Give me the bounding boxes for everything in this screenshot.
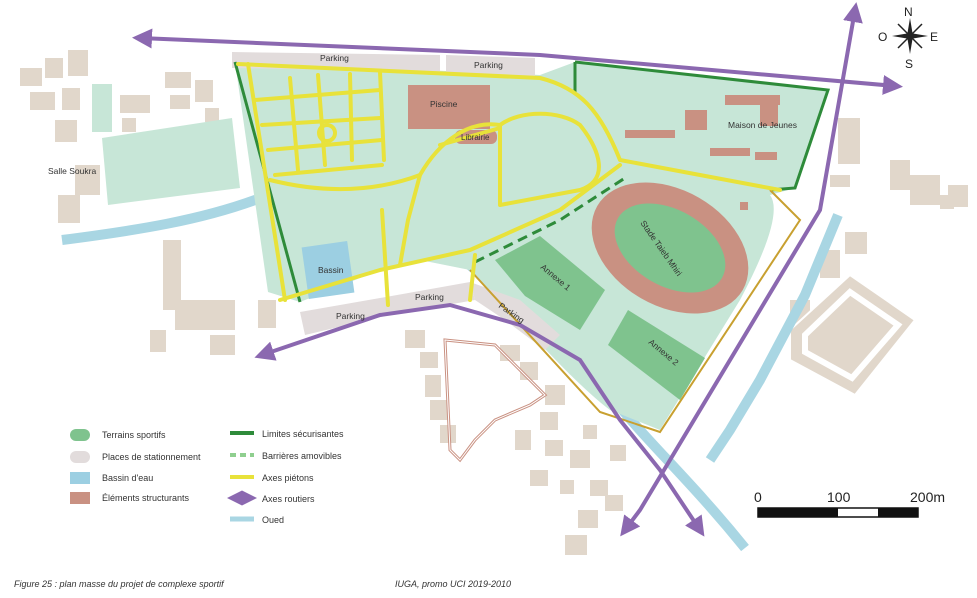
compass-s: S: [905, 57, 913, 71]
legend-swatch-parking: [70, 451, 90, 463]
scale-100: 100: [827, 489, 851, 505]
legend-swatch-structure: [70, 492, 90, 504]
label-parking-bottom-2: Parking: [415, 292, 444, 302]
bassin: [301, 241, 355, 299]
left-field-small: [92, 84, 112, 132]
legend-swatch-terrains: [70, 429, 90, 441]
label-maison-jeunes: Maison de Jeunes: [728, 120, 797, 130]
label-librairie: Librairie: [461, 133, 490, 142]
label-parking-top-2: Parking: [474, 60, 503, 70]
legend-label-bassin: Bassin d'eau: [102, 473, 153, 483]
compass-n: N: [904, 5, 913, 19]
compass-o: O: [878, 30, 887, 44]
compass-e: E: [930, 30, 938, 44]
legend-label-oued: Oued: [262, 515, 284, 525]
compass-icon: N S O E: [878, 5, 938, 71]
legend-label-roads: Axes routiers: [262, 494, 315, 504]
legend-label-terrains: Terrains sportifs: [102, 430, 166, 440]
removable-barrier: [474, 176, 626, 264]
scale-bar: 0 100 200m: [754, 489, 945, 518]
pedestrian-axes: [236, 62, 782, 307]
road-axes: [132, 2, 903, 537]
label-piscine: Piscine: [430, 99, 458, 109]
legend-label-barriers: Barrières amovibles: [262, 451, 342, 461]
legend-swatch-bassin: [70, 472, 90, 484]
scale-200: 200m: [910, 489, 945, 505]
legend: Terrains sportifs Places de stationnemen…: [70, 429, 344, 525]
figure-credit: IUGA, promo UCI 2019-2010: [395, 579, 512, 589]
figure-caption: Figure 25 : plan masse du projet de comp…: [14, 579, 224, 589]
label-parking-bottom-1: Parking: [336, 311, 365, 321]
annexe-1-field: [495, 236, 605, 330]
legend-label-pedestrian: Axes piétons: [262, 473, 314, 483]
legend-label-parking: Places de stationnement: [102, 452, 201, 462]
label-salle-soukra: Salle Soukra: [48, 166, 96, 176]
label-parking-top-1: Parking: [320, 53, 349, 63]
label-bassin: Bassin: [318, 265, 344, 275]
legend-label-structure: Éléments structurants: [102, 493, 190, 503]
left-field: [102, 118, 240, 205]
legend-label-limits: Limites sécurisantes: [262, 429, 344, 439]
scale-0: 0: [754, 489, 762, 505]
